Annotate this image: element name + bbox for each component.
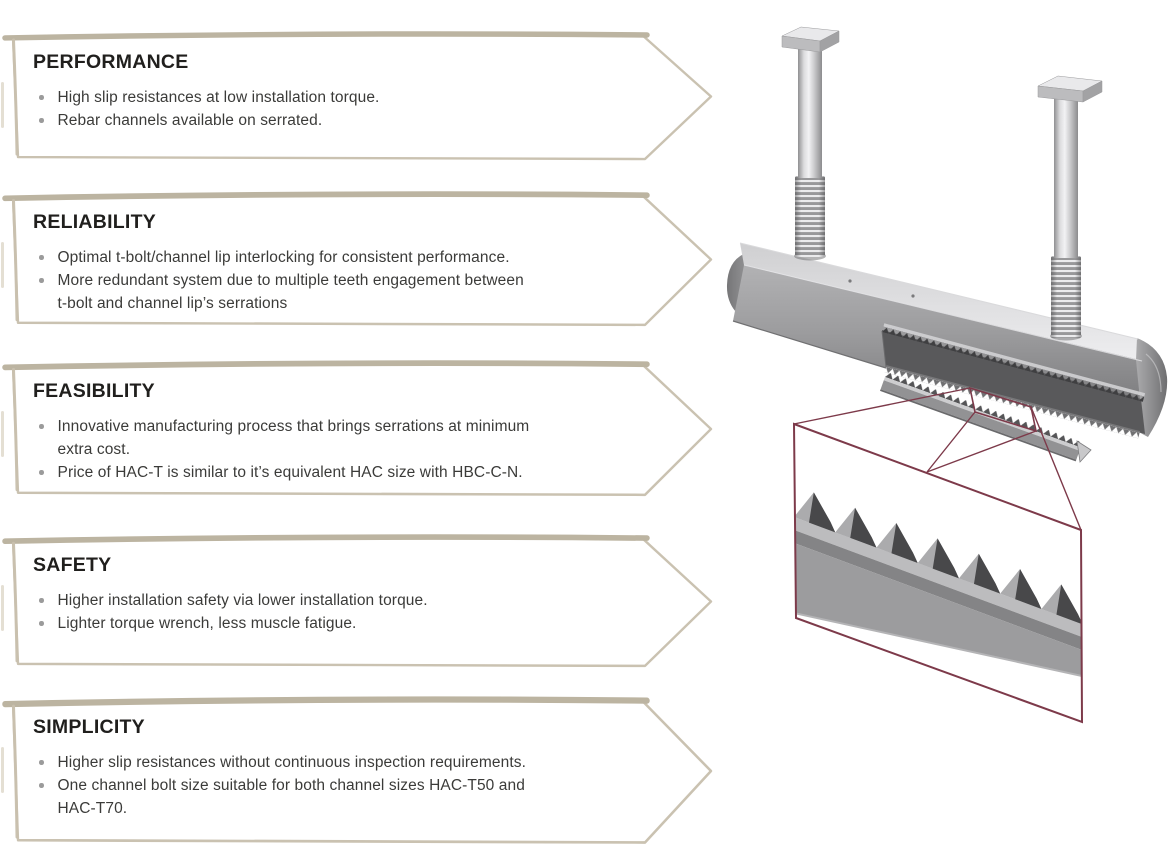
bullet-text: More redundant system due to multiple te… — [57, 272, 524, 312]
bullet-dot — [39, 760, 44, 765]
bullet-dot — [39, 424, 44, 429]
magnified-serrations — [794, 492, 1082, 677]
bullet-item: Price of HAC-T is similar to it’s equiva… — [33, 461, 619, 484]
banner-simplicity: SIMPLICITY Higher slip resistances witho… — [0, 695, 714, 847]
bullet-text: Lighter torque wrench, less muscle fatig… — [57, 615, 357, 632]
bullet-item: Optimal t-bolt/channel lip interlocking … — [33, 246, 619, 269]
channel-slot — [882, 330, 1145, 434]
bullet-list: Higher slip resistances without continuo… — [33, 751, 619, 820]
bullet-text: High slip resistances at low installatio… — [57, 89, 380, 106]
bullet-text: Higher slip resistances without continuo… — [57, 754, 526, 771]
t-bolt-left — [781, 26, 840, 261]
bullet-item: Rebar channels available on serrated. — [33, 109, 619, 132]
arrow-banner-outline — [2, 360, 713, 497]
banner-title: SAFETY — [33, 554, 112, 576]
banner-title: SIMPLICITY — [33, 716, 145, 738]
top-face-hole — [848, 279, 852, 283]
banner-title: FEASIBILITY — [33, 380, 155, 402]
bullet-dot — [39, 118, 44, 123]
detail-outline — [792, 422, 1084, 724]
far-lip-serrations — [882, 323, 1146, 402]
bullet-list: Innovative manufacturing process that br… — [33, 415, 619, 484]
bullet-list: Higher installation safety via lower ins… — [33, 589, 619, 635]
arrow-banner-outline — [2, 696, 713, 844]
bullet-item: One channel bolt size suitable for both … — [33, 774, 619, 820]
channel-illustration — [726, 26, 1168, 724]
bullet-list: Optimal t-bolt/channel lip interlocking … — [33, 246, 619, 315]
bullet-text: One channel bolt size suitable for both … — [57, 777, 525, 817]
bullet-text: Rebar channels available on serrated. — [57, 112, 323, 129]
bullet-dot — [39, 95, 44, 100]
channel-top-face — [740, 243, 1142, 361]
bullet-dot — [39, 621, 44, 626]
anchor-channel — [726, 242, 1168, 439]
bullet-dot — [39, 783, 44, 788]
bullet-dot — [39, 598, 44, 603]
serration-detail-callout — [792, 386, 1084, 724]
banner-safety: SAFETY Higher installation safety via lo… — [0, 533, 714, 670]
bullet-item: High slip resistances at low installatio… — [33, 86, 619, 109]
bullet-dot — [39, 470, 44, 475]
banner-title: RELIABILITY — [33, 211, 156, 233]
bullet-item: Innovative manufacturing process that br… — [33, 415, 619, 461]
bullet-item: Higher slip resistances without continuo… — [33, 751, 619, 774]
callout-lines — [793, 387, 1082, 531]
banner-title: PERFORMANCE — [33, 51, 189, 73]
bullet-list: High slip resistances at low installatio… — [33, 86, 619, 132]
bullet-text: Innovative manufacturing process that br… — [57, 418, 530, 458]
bullet-dot — [39, 255, 44, 260]
strip-end-face — [1076, 440, 1092, 463]
bullet-dot — [39, 278, 44, 283]
bullet-item: Higher installation safety via lower ins… — [33, 589, 619, 612]
bolt-shaft — [798, 48, 822, 178]
bullet-item: Lighter torque wrench, less muscle fatig… — [33, 612, 619, 635]
arrow-banner-outline — [2, 191, 713, 327]
bullet-text: Optimal t-bolt/channel lip interlocking … — [57, 249, 510, 266]
arrow-banner-outline — [2, 534, 713, 668]
banner-reliability: RELIABILITY Optimal t-bolt/channel lip i… — [0, 190, 714, 329]
top-face-hole — [911, 294, 915, 298]
bolt-shaft — [1054, 96, 1078, 258]
bullet-text: Higher installation safety via lower ins… — [57, 592, 428, 609]
banner-feasibility: FEASIBILITY Innovative manufacturing pro… — [0, 359, 714, 499]
t-bolt-right — [1037, 75, 1103, 341]
banner-performance: PERFORMANCE High slip resistances at low… — [0, 30, 714, 163]
bullet-item: More redundant system due to multiple te… — [33, 269, 619, 315]
bullet-text: Price of HAC-T is similar to it’s equiva… — [57, 464, 523, 481]
arrow-banner-outline — [2, 31, 713, 161]
near-lip-serrations — [884, 365, 1141, 439]
